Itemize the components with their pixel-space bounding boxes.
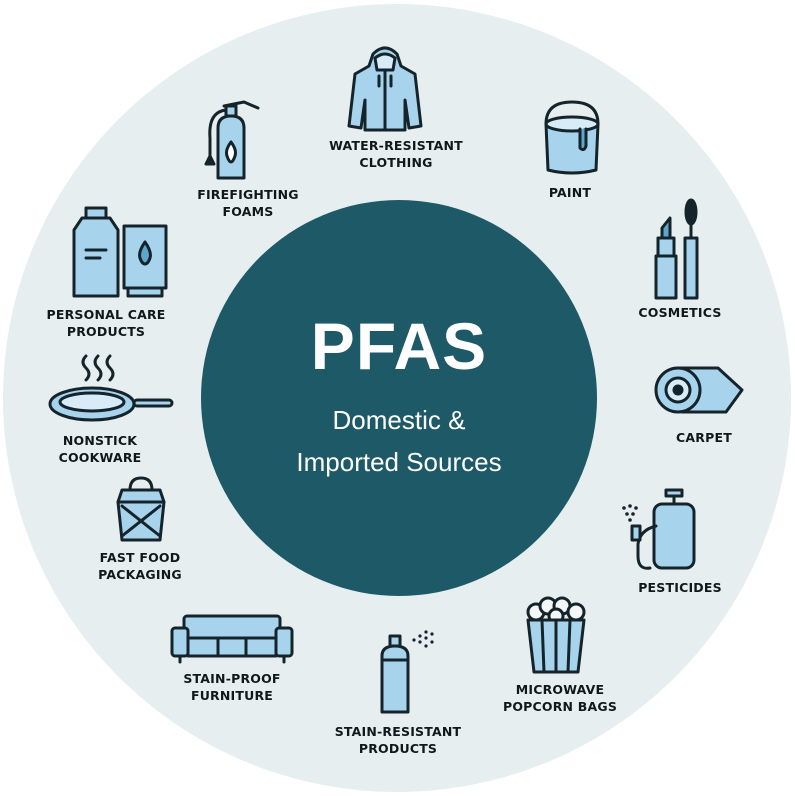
sofa-icon bbox=[170, 612, 294, 664]
source-label-cosmetics: COSMETICS bbox=[638, 305, 722, 320]
bottles-icon bbox=[68, 206, 172, 298]
paint-bucket-icon bbox=[540, 98, 604, 178]
frying-pan-icon bbox=[46, 352, 176, 428]
jacket-icon bbox=[345, 42, 425, 134]
cosmetics-icon bbox=[654, 198, 706, 302]
source-label-pesticides: PESTICIDES bbox=[638, 580, 722, 595]
source-label-carpet: CARPET bbox=[676, 430, 732, 445]
center-subtitle-line2: Imported Sources bbox=[296, 447, 502, 477]
popcorn-icon bbox=[524, 596, 588, 676]
spray-can-icon bbox=[374, 626, 438, 718]
center-title: PFAS bbox=[310, 309, 488, 383]
center-circle bbox=[201, 200, 597, 596]
center-subtitle-line1: Domestic & bbox=[332, 405, 466, 435]
fire-extinguisher-icon bbox=[200, 98, 266, 186]
source-label-paint: PAINT bbox=[548, 185, 592, 200]
takeout-box-icon bbox=[114, 476, 168, 544]
sprayer-icon bbox=[620, 486, 708, 576]
carpet-roll-icon bbox=[654, 362, 744, 418]
